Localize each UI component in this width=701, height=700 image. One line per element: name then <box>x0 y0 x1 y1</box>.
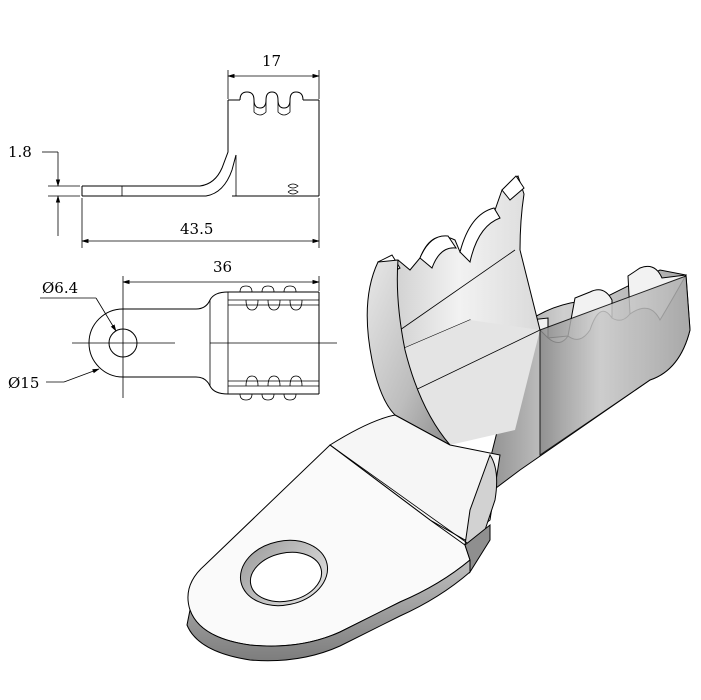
serrations-bottom <box>228 375 319 401</box>
dim-barrel-width: 17 <box>262 52 281 70</box>
dim-hole-diameter: Ø6.4 <box>42 279 78 297</box>
dim-thickness: 1.8 <box>8 143 32 161</box>
top-view: 36 Ø6.4 Ø15 <box>8 258 337 401</box>
isometric-view <box>186 175 691 662</box>
dim-center-to-end: 36 <box>213 258 232 276</box>
serrations-top <box>228 285 319 311</box>
dim-overall-length: 43.5 <box>180 220 213 238</box>
dim-tongue-diameter: Ø15 <box>8 374 39 392</box>
side-view: 17 1.8 43.5 <box>8 52 320 248</box>
